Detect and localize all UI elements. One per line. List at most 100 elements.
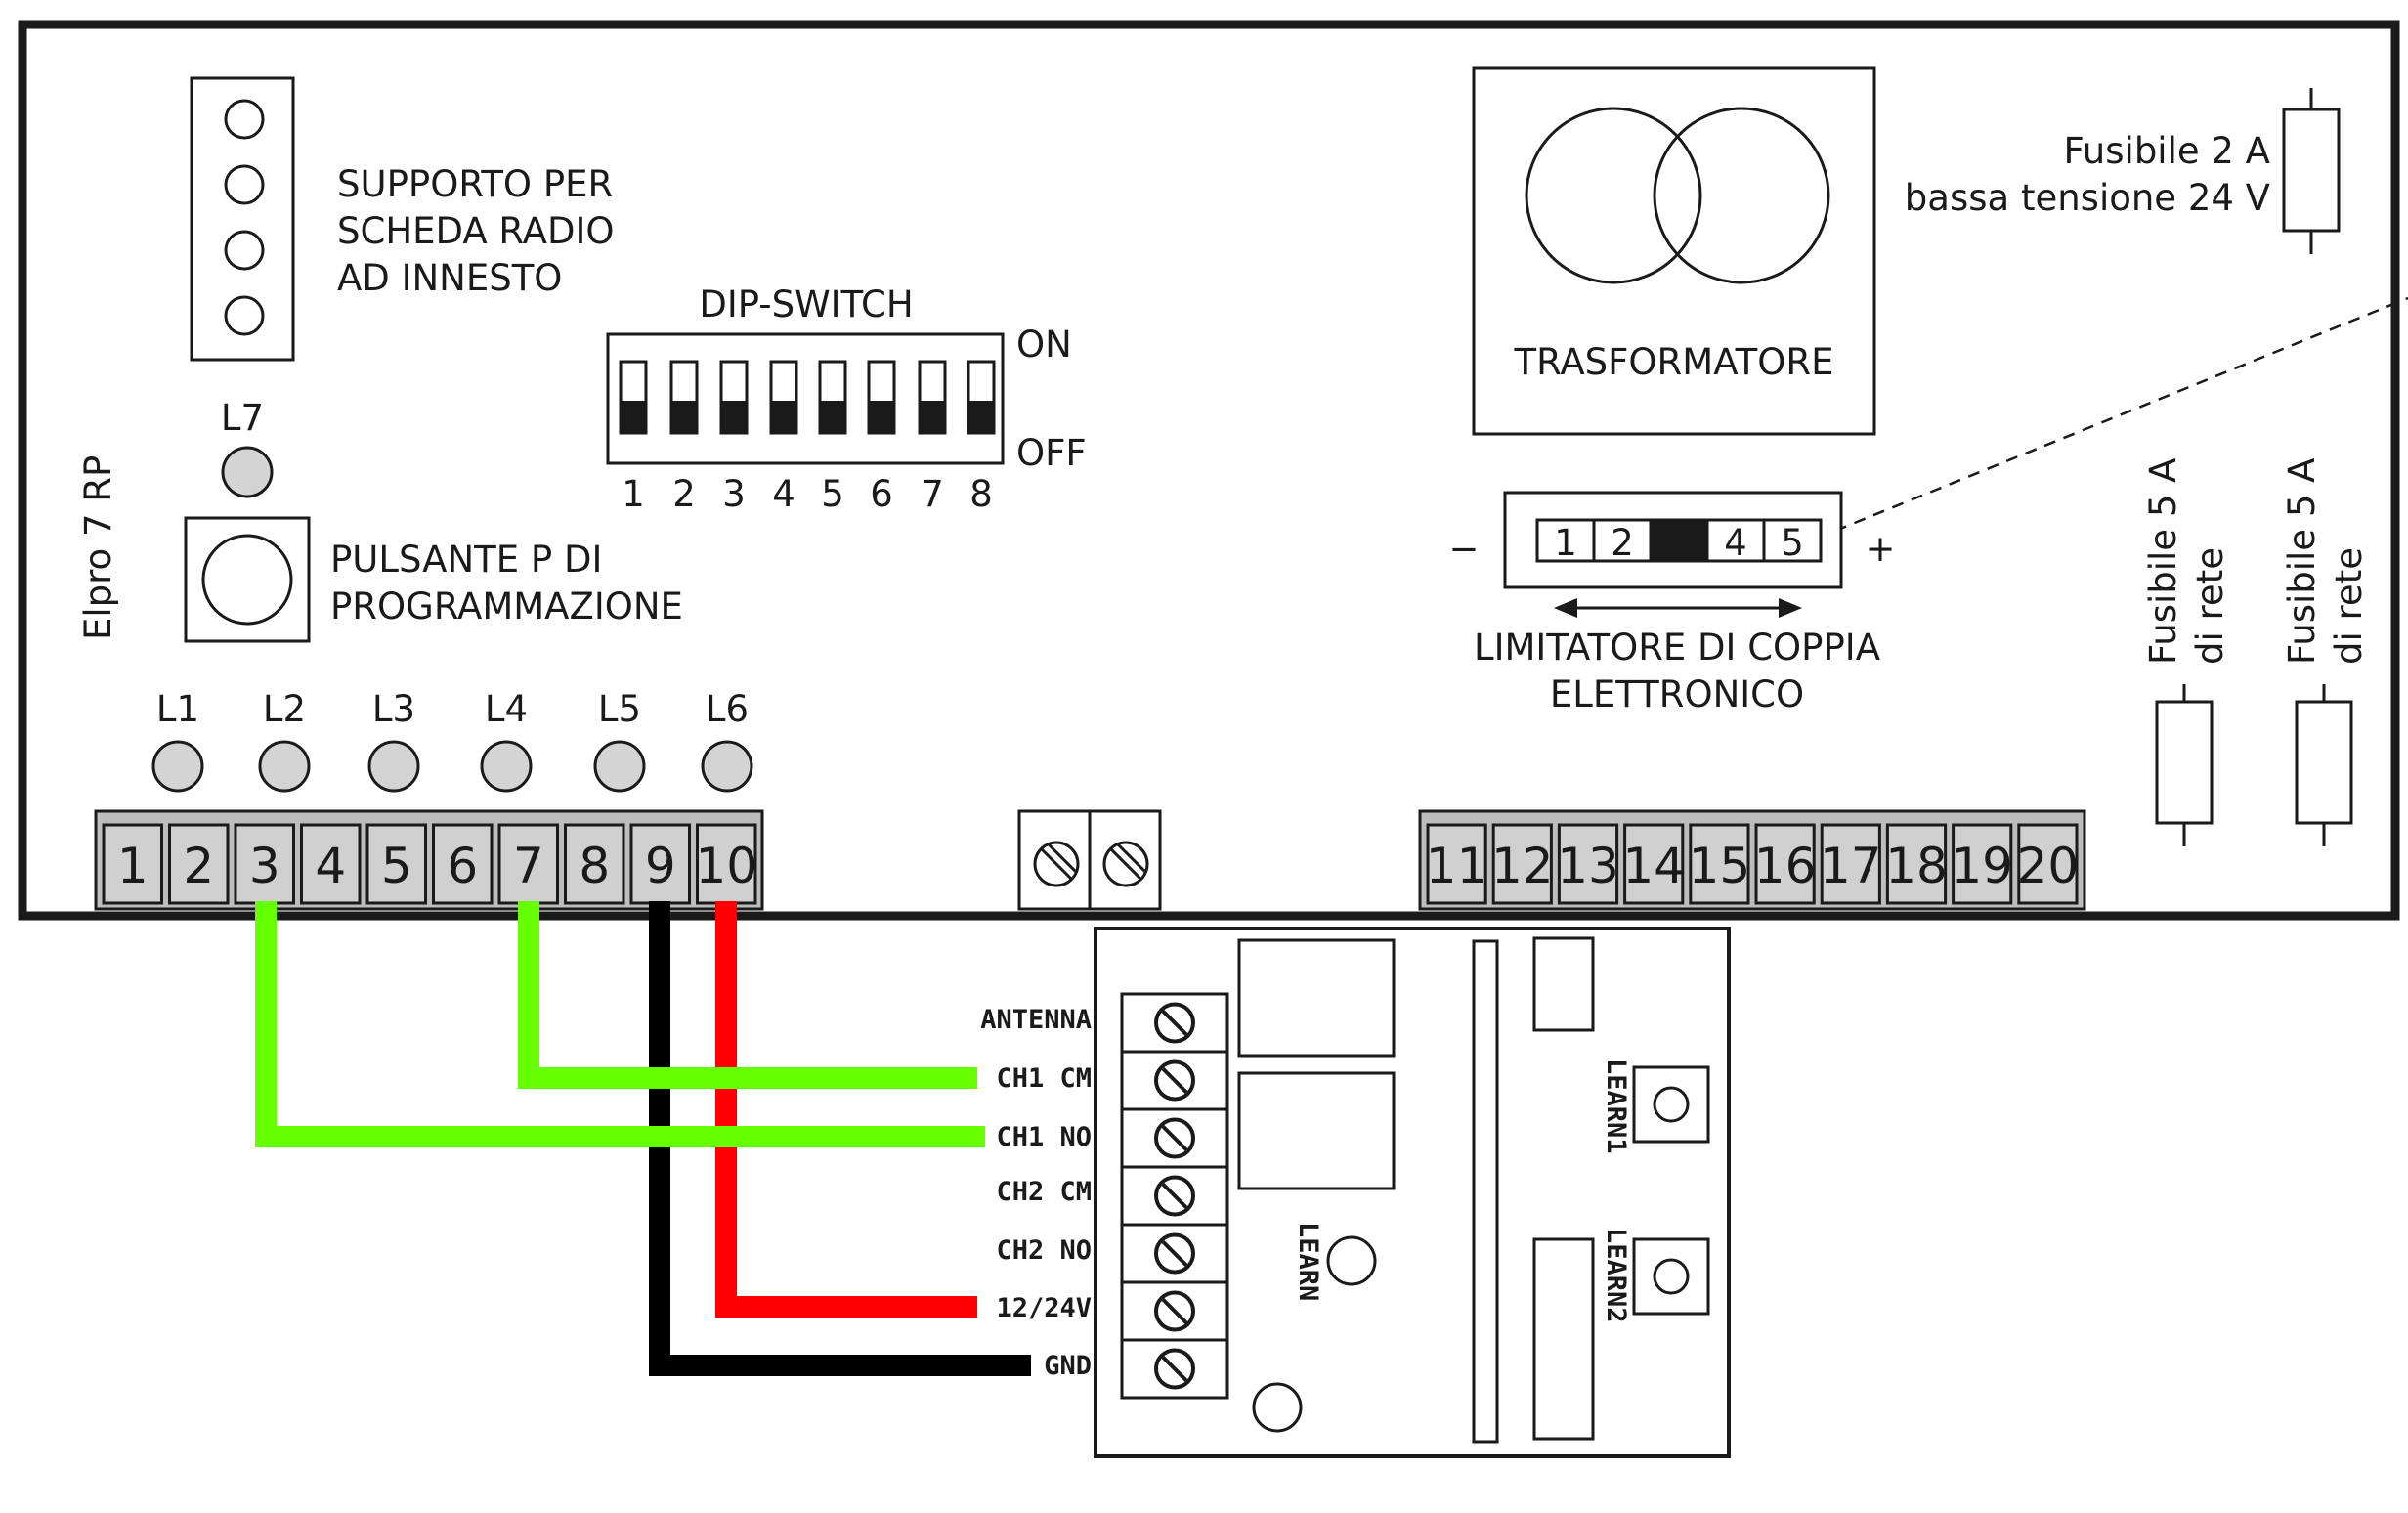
- dip-switch-4[interactable]: [769, 360, 798, 435]
- learn2-label: LEARN2: [1601, 1228, 1631, 1323]
- terminal-number-14: 14: [1622, 838, 1685, 894]
- terminal-10: 10: [695, 823, 757, 905]
- torque-number-5: 5: [1781, 522, 1804, 564]
- fuse-mains-2-label-2: di rete: [2328, 547, 2370, 665]
- terminal-number-6: 6: [447, 838, 478, 894]
- dip-number-2: 2: [672, 473, 696, 515]
- terminal-number-3: 3: [249, 838, 280, 894]
- torque-cell-3[interactable]: 3: [1649, 518, 1709, 564]
- relay-1: [1237, 938, 1396, 1058]
- terminal-2: 2: [168, 823, 230, 905]
- dip-switch-1[interactable]: [619, 360, 648, 435]
- terminal-number-12: 12: [1491, 838, 1554, 894]
- terminal-11: 11: [1426, 823, 1488, 905]
- torque-arrow: [1554, 598, 1802, 618]
- fuse-mains-1-label-1: Fusibile 5 A: [2142, 458, 2184, 665]
- dip-number-1: 1: [622, 473, 645, 515]
- torque-number-2: 2: [1611, 522, 1634, 564]
- learn-led: [1326, 1235, 1377, 1286]
- wire-black-gnd: [649, 901, 1031, 1376]
- torque-cell-1[interactable]: 1: [1535, 518, 1596, 564]
- receiver-terminal-2: [1122, 1050, 1227, 1102]
- torque-cell-5[interactable]: 5: [1762, 518, 1823, 564]
- board-model-label: Elpro 7 RP: [77, 455, 119, 640]
- terminal-9: 9: [629, 823, 691, 905]
- terminal-number-11: 11: [1426, 838, 1488, 894]
- terminal-number-19: 19: [1951, 838, 2013, 894]
- terminal-16: 16: [1754, 823, 1817, 905]
- dip-number-8: 8: [969, 473, 993, 515]
- led-label-l6: L6: [706, 688, 749, 730]
- learn-label: LEARN: [1293, 1222, 1323, 1301]
- dip-switch-2[interactable]: [669, 360, 699, 435]
- receiver-strip: [1472, 939, 1499, 1444]
- relay-2: [1237, 1071, 1396, 1190]
- wire-red-power: [715, 901, 977, 1318]
- terminal-number-10: 10: [695, 838, 757, 894]
- dip-switch-8[interactable]: [967, 360, 996, 435]
- receiver-component-top: [1532, 936, 1595, 1032]
- fuse-mains-1-label-2: di rete: [2189, 547, 2231, 665]
- led-label-l2: L2: [263, 688, 306, 730]
- receiver-terminal-3: [1122, 1107, 1227, 1159]
- dip-switch-3[interactable]: [719, 360, 749, 435]
- wires: [255, 901, 1031, 1376]
- dip-number-4: 4: [772, 473, 796, 515]
- terminal-19: 19: [1951, 823, 2013, 905]
- torque-minus: −: [1448, 528, 1479, 570]
- led-l1: [151, 740, 204, 793]
- receiver-hole: [1252, 1382, 1303, 1433]
- receiver-terminal-4: [1122, 1165, 1227, 1217]
- torque-number-3: 3: [1667, 522, 1691, 564]
- terminal-number-7: 7: [513, 838, 544, 894]
- led-l5: [593, 740, 646, 793]
- terminal-number-4: 4: [315, 838, 346, 894]
- program-button-label-2: PROGRAMMAZIONE: [330, 585, 683, 627]
- terminal-4: 4: [300, 823, 362, 905]
- receiver-terminal-block: [1120, 992, 1229, 1400]
- transformer-label: TRASFORMATORE: [1514, 341, 1834, 383]
- receiver-terminal-6: [1122, 1280, 1227, 1332]
- radio-support-label-2: SCHEDA RADIO: [337, 210, 614, 252]
- dip-switch-6[interactable]: [867, 360, 896, 435]
- receiver-component-bottom: [1532, 1237, 1595, 1441]
- dip-on-label: ON: [1016, 324, 1072, 366]
- receiver-label-4: CH2 CM: [996, 1177, 1092, 1207]
- terminal-number-1: 1: [117, 838, 149, 894]
- fuse-low-label-2: bassa tensione 24 V: [1905, 177, 2270, 219]
- learn1-button[interactable]: [1632, 1065, 1710, 1144]
- torque-label-1: LIMITATORE DI COPPIA: [1474, 627, 1880, 669]
- terminal-number-16: 16: [1754, 838, 1817, 894]
- dip-switch-7[interactable]: [918, 360, 947, 435]
- fuse-mains-2-label-1: Fusibile 5 A: [2281, 458, 2323, 665]
- program-button[interactable]: [184, 516, 311, 643]
- dip-number-7: 7: [921, 473, 944, 515]
- terminal-number-17: 17: [1820, 838, 1882, 894]
- terminal-number-13: 13: [1557, 838, 1619, 894]
- terminal-number-18: 18: [1885, 838, 1948, 894]
- terminal-number-2: 2: [183, 838, 214, 894]
- wire-green-ch1-no: [255, 901, 985, 1147]
- torque-number-4: 4: [1724, 522, 1747, 564]
- receiver-terminal-7: [1122, 1338, 1227, 1390]
- fuse-low-label-1: Fusibile 2 A: [2064, 130, 2270, 172]
- terminal-number-5: 5: [381, 838, 412, 894]
- receiver-label-5: CH2 NO: [996, 1235, 1092, 1266]
- terminal-3: 3: [234, 823, 295, 905]
- radio-support-label-1: SUPPORTO PER: [337, 163, 613, 205]
- terminal-number-20: 20: [2017, 838, 2080, 894]
- terminal-7: 7: [497, 823, 559, 905]
- led-l7-label: L7: [221, 397, 264, 439]
- torque-cell-4[interactable]: 4: [1705, 518, 1766, 564]
- dip-switch-5[interactable]: [818, 360, 847, 435]
- torque-cell-2[interactable]: 2: [1592, 518, 1653, 564]
- learn2-button[interactable]: [1632, 1237, 1710, 1316]
- terminal-1: 1: [102, 823, 163, 905]
- receiver-label-7: GND: [1044, 1351, 1092, 1381]
